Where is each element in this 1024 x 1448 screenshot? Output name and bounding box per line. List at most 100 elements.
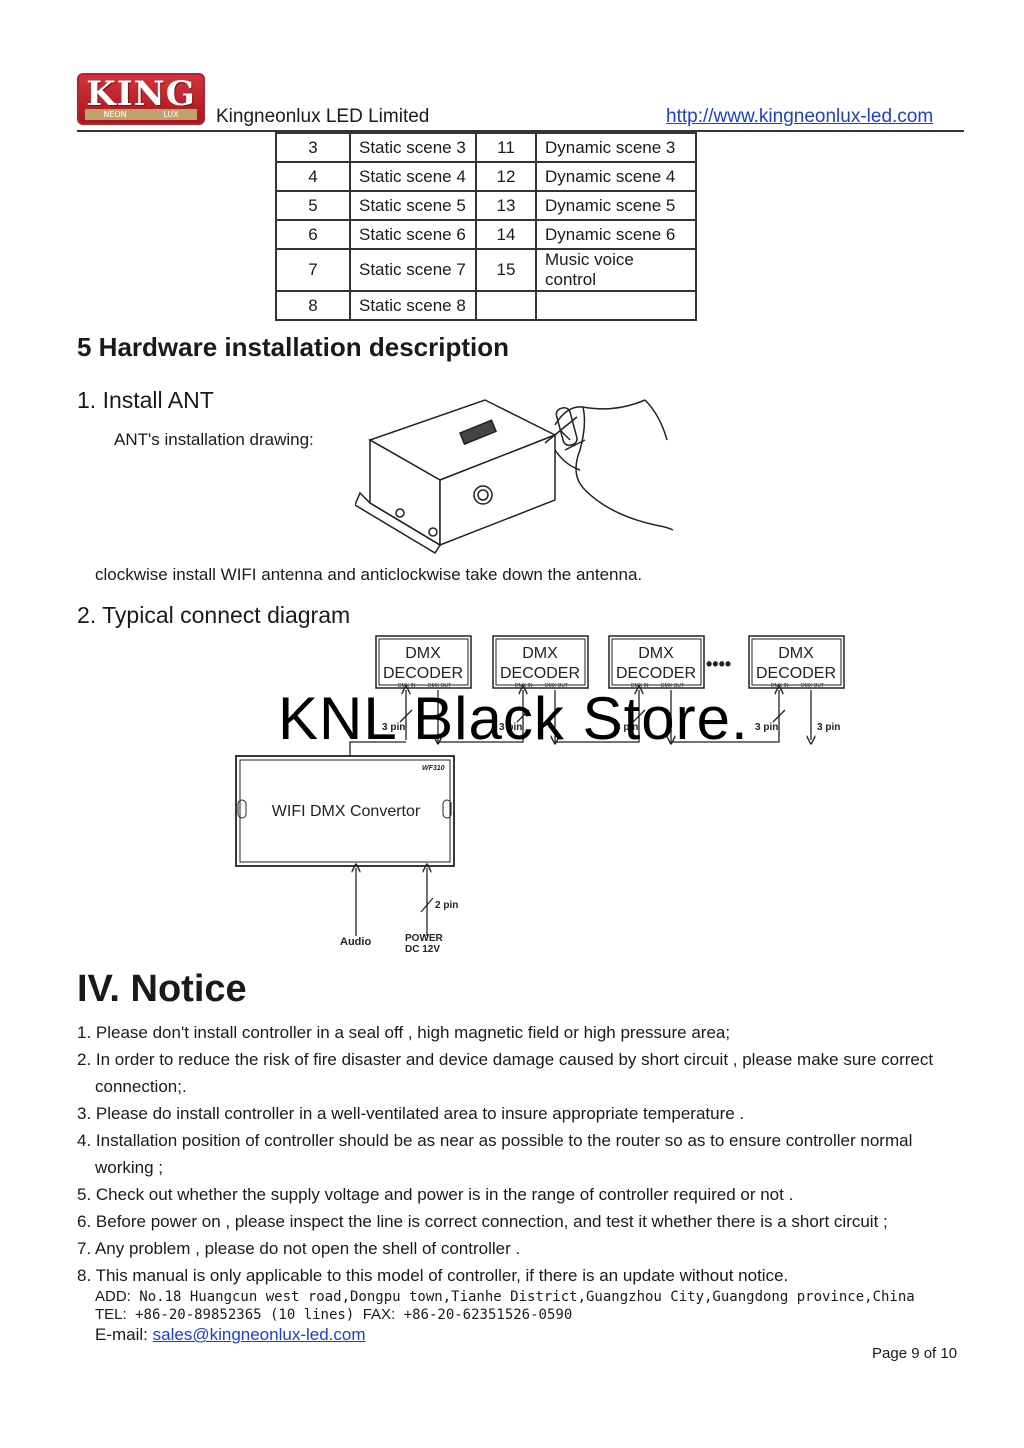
table-row: 3 Static scene 3 11 Dynamic scene 3 bbox=[275, 132, 697, 163]
add-label: ADD: bbox=[95, 1288, 131, 1305]
scene-name bbox=[535, 290, 697, 321]
scene-number: 5 bbox=[275, 190, 351, 221]
antenna-installation-drawing bbox=[355, 399, 674, 555]
scene-number bbox=[475, 290, 537, 321]
dmx-chain-link bbox=[670, 740, 780, 743]
scene-name: Dynamic scene 5 bbox=[535, 190, 697, 221]
notice-item: 6. Before power on , please inspect the … bbox=[77, 1212, 888, 1231]
table-row: 5 Static scene 5 13 Dynamic scene 5 bbox=[275, 190, 697, 221]
email-label: E-mail: bbox=[95, 1325, 148, 1344]
footer-contact: ADD: No.18 Huangcun west road,Dongpu tow… bbox=[95, 1288, 915, 1324]
logo-subbar: NEON LUX bbox=[85, 109, 197, 120]
fax: +86-20-62351526-0590 bbox=[403, 1307, 573, 1323]
install-ant-caption: ANT's installation drawing: bbox=[114, 430, 314, 449]
scene-number: 11 bbox=[475, 132, 537, 163]
pin3-label: 3 pin bbox=[817, 722, 840, 733]
email-link[interactable]: sales@kingneonlux-led.com bbox=[152, 1325, 366, 1344]
wifi-dmx-convertor: WIFI DMX Convertor WF310 bbox=[235, 755, 455, 867]
scene-number: 12 bbox=[475, 161, 537, 192]
scene-number: 3 bbox=[275, 132, 351, 163]
watermark: KNL Black Store. bbox=[278, 685, 749, 752]
scene-name: Static scene 7 bbox=[349, 248, 477, 292]
tel-label: TEL: bbox=[95, 1306, 127, 1323]
page-number: Page 9 of 10 bbox=[872, 1345, 958, 1362]
decoder-label-line1: DMX bbox=[778, 645, 814, 662]
decoder-label-line2: DECODER bbox=[616, 665, 696, 682]
dmx-out-label: DMX OUT bbox=[661, 683, 684, 689]
more-decoders-dots: •••• bbox=[706, 654, 731, 674]
scene-number: 8 bbox=[275, 290, 351, 321]
notice-item: 4. Installation position of controller s… bbox=[77, 1131, 913, 1177]
antenna-note: clockwise install WIFI antenna and antic… bbox=[95, 565, 643, 584]
scene-name: Static scene 3 bbox=[349, 132, 477, 163]
decoder-label-line2: DECODER bbox=[756, 665, 836, 682]
decoder-label-line1: DMX bbox=[638, 645, 674, 662]
pin2-label: 2 pin bbox=[435, 900, 458, 911]
scene-name: Static scene 6 bbox=[349, 219, 477, 250]
notice-item: 8. This manual is only applicable to thi… bbox=[77, 1266, 789, 1285]
scene-table: 3 Static scene 3 11 Dynamic scene 3 4 St… bbox=[275, 132, 697, 321]
dmx-chain-link bbox=[437, 740, 524, 743]
decoder-label-line1: DMX bbox=[405, 645, 441, 662]
install-ant-heading: 1. Install ANT bbox=[77, 387, 214, 413]
notice-item: 1. Please don't install controller in a … bbox=[77, 1023, 731, 1042]
power-label: POWER bbox=[405, 933, 444, 944]
scene-number: 14 bbox=[475, 219, 537, 250]
notice-title: IV. Notice bbox=[77, 968, 247, 1010]
company-name: Kingneonlux LED Limited bbox=[216, 106, 430, 127]
fax-label: FAX: bbox=[362, 1306, 396, 1323]
website-link[interactable]: http://www.kingneonlux-led.com bbox=[666, 106, 934, 127]
dmx-out-label: DMX OUT bbox=[545, 683, 568, 689]
pin3-label: 3 pin bbox=[382, 722, 405, 733]
notice-item: 2. In order to reduce the risk of fire d… bbox=[77, 1050, 934, 1096]
decoder-label-line2: DECODER bbox=[500, 665, 580, 682]
scene-number: 6 bbox=[275, 219, 351, 250]
email-line: E-mail: sales@kingneonlux-led.com bbox=[95, 1325, 366, 1345]
scene-number: 4 bbox=[275, 161, 351, 192]
scene-name: Music voice control bbox=[535, 248, 697, 292]
dmx-out-label: DMX OUT bbox=[428, 683, 451, 689]
notice-item: 7. Any problem , please do not open the … bbox=[77, 1239, 521, 1258]
scene-name: Dynamic scene 3 bbox=[535, 132, 697, 163]
power-voltage-label: DC 12V bbox=[405, 944, 440, 955]
table-row: 6 Static scene 6 14 Dynamic scene 6 bbox=[275, 219, 697, 250]
tel: +86-20-89852365 (10 lines) bbox=[135, 1307, 355, 1323]
decoder-label-line1: DMX bbox=[522, 645, 558, 662]
address: No.18 Huangcun west road,Dongpu town,Tia… bbox=[139, 1289, 915, 1305]
scene-name: Static scene 5 bbox=[349, 190, 477, 221]
scene-name: Dynamic scene 4 bbox=[535, 161, 697, 192]
audio-label: Audio bbox=[340, 936, 371, 948]
scene-number: 7 bbox=[275, 248, 351, 292]
convertor-label: WIFI DMX Convertor bbox=[272, 803, 421, 820]
scene-number: 13 bbox=[475, 190, 537, 221]
scene-name: Static scene 8 bbox=[349, 290, 477, 321]
model-label: WF310 bbox=[422, 765, 445, 772]
table-row: 4 Static scene 4 12 Dynamic scene 4 bbox=[275, 161, 697, 192]
pin3-label: 3 pin bbox=[499, 722, 522, 733]
logo-sub-left: NEON bbox=[103, 110, 127, 119]
pin3-label: 3 pin bbox=[615, 722, 638, 733]
dmx-chain-link bbox=[554, 740, 640, 743]
logo-sub-right: LUX bbox=[163, 110, 179, 119]
notice-item: 5. Check out whether the supply voltage … bbox=[77, 1185, 794, 1204]
logo-text: KING bbox=[86, 74, 196, 114]
scene-number: 15 bbox=[475, 248, 537, 292]
dmx-in-label: DMX IN bbox=[771, 683, 789, 689]
convertor-to-decoder-link bbox=[349, 741, 406, 756]
table-row: 8 Static scene 8 bbox=[275, 290, 697, 321]
phone-line: TEL: +86-20-89852365 (10 lines) FAX: +86… bbox=[95, 1306, 915, 1324]
address-line: ADD: No.18 Huangcun west road,Dongpu tow… bbox=[95, 1288, 915, 1306]
scene-name: Static scene 4 bbox=[349, 161, 477, 192]
section-title: 5 Hardware installation description bbox=[77, 332, 509, 362]
company-logo: KING NEON LUX bbox=[77, 73, 205, 125]
scene-name: Dynamic scene 6 bbox=[535, 219, 697, 250]
notice-list: 1. Please don't install controller in a … bbox=[77, 1019, 972, 1289]
pin3-label: 3 pin bbox=[755, 722, 778, 733]
decoder-label-line2: DECODER bbox=[383, 665, 463, 682]
table-row: 7 Static scene 7 15 Music voice control bbox=[275, 248, 697, 292]
